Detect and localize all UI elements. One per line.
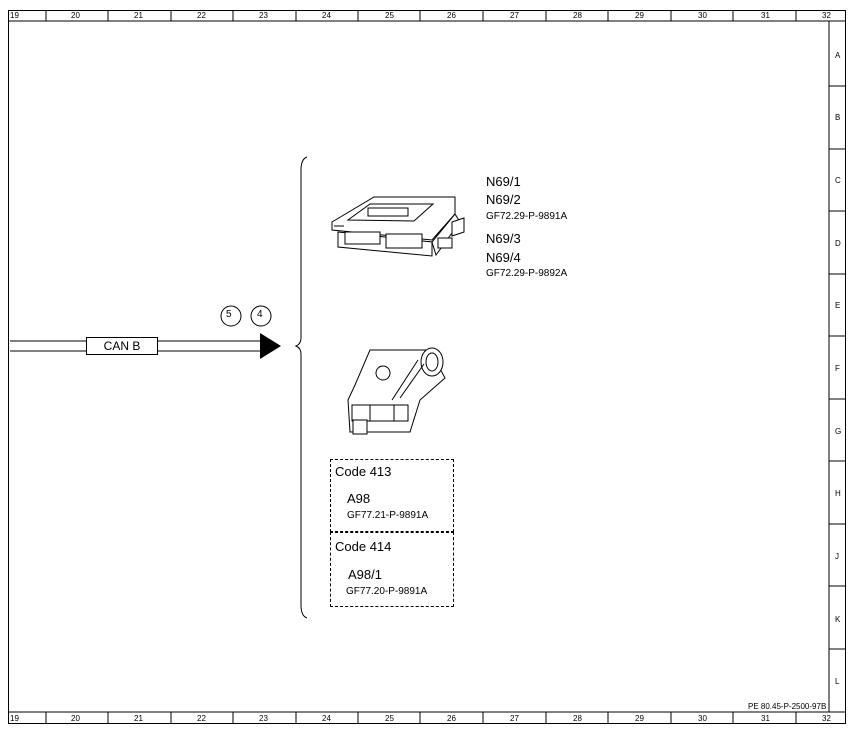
col-label: 22 [197, 11, 206, 20]
col-label: 20 [71, 714, 80, 723]
option-code: Code 413 [335, 464, 392, 479]
module-code: N69/1 [486, 174, 521, 189]
col-label: 25 [385, 714, 394, 723]
row-label: G [835, 427, 842, 436]
arrow-head [260, 333, 281, 359]
col-label: 32 [822, 714, 831, 723]
option-box-414: Code 414 A98/1 GF77.20-P-9891A [330, 532, 454, 607]
col-label: 29 [635, 714, 644, 723]
row-label: K [835, 615, 841, 624]
option-box-413: Code 413 A98 GF77.21-P-9891A [330, 459, 454, 532]
control-module-drawing [331, 196, 465, 257]
document-id: PE 80.45-P-2500-97B [748, 702, 827, 711]
row-label: E [835, 301, 841, 310]
row-label: D [835, 239, 841, 248]
row-label: C [835, 176, 841, 185]
col-label: 19 [10, 11, 19, 20]
col-label: 29 [635, 11, 644, 20]
drawing-frame [8, 10, 846, 724]
module-code: N69/2 [486, 192, 521, 207]
col-label: 24 [322, 714, 331, 723]
col-label: 30 [698, 11, 707, 20]
row-label: B [835, 113, 841, 122]
can-b-label: CAN B [86, 337, 158, 355]
option-component: A98 [347, 491, 371, 506]
col-label: 27 [510, 11, 519, 20]
ref-number: 5 [226, 309, 232, 320]
module-code: N69/4 [486, 250, 521, 265]
col-label: 25 [385, 11, 394, 20]
col-label: 26 [447, 11, 456, 20]
col-label: 26 [447, 714, 456, 723]
row-label: H [835, 489, 841, 498]
col-label: 20 [71, 11, 80, 20]
col-label: 27 [510, 714, 519, 723]
col-label: 24 [322, 11, 331, 20]
ref-number: 4 [257, 309, 263, 320]
module-code: N69/3 [486, 231, 521, 246]
col-label: 32 [822, 11, 831, 20]
col-label: 21 [134, 11, 143, 20]
row-label: A [835, 51, 841, 60]
col-label: 22 [197, 714, 206, 723]
row-label: L [835, 677, 840, 686]
module-reference: GF72.29-P-9892A [486, 268, 568, 279]
col-label: 19 [10, 714, 19, 723]
col-label: 31 [761, 714, 770, 723]
col-label: 23 [259, 714, 268, 723]
row-label: J [835, 552, 839, 561]
option-code: Code 414 [335, 539, 392, 554]
col-label: 28 [573, 11, 582, 20]
option-component: A98/1 [348, 567, 382, 582]
module-reference: GF72.29-P-9891A [486, 211, 568, 222]
col-label: 30 [698, 714, 707, 723]
col-label: 21 [134, 714, 143, 723]
option-reference: GF77.20-P-9891A [346, 586, 428, 597]
option-reference: GF77.21-P-9891A [347, 510, 429, 521]
row-label: F [835, 364, 840, 373]
connector-drawing [347, 347, 446, 435]
col-label: 23 [259, 11, 268, 20]
col-label: 31 [761, 11, 770, 20]
col-label: 28 [573, 714, 582, 723]
